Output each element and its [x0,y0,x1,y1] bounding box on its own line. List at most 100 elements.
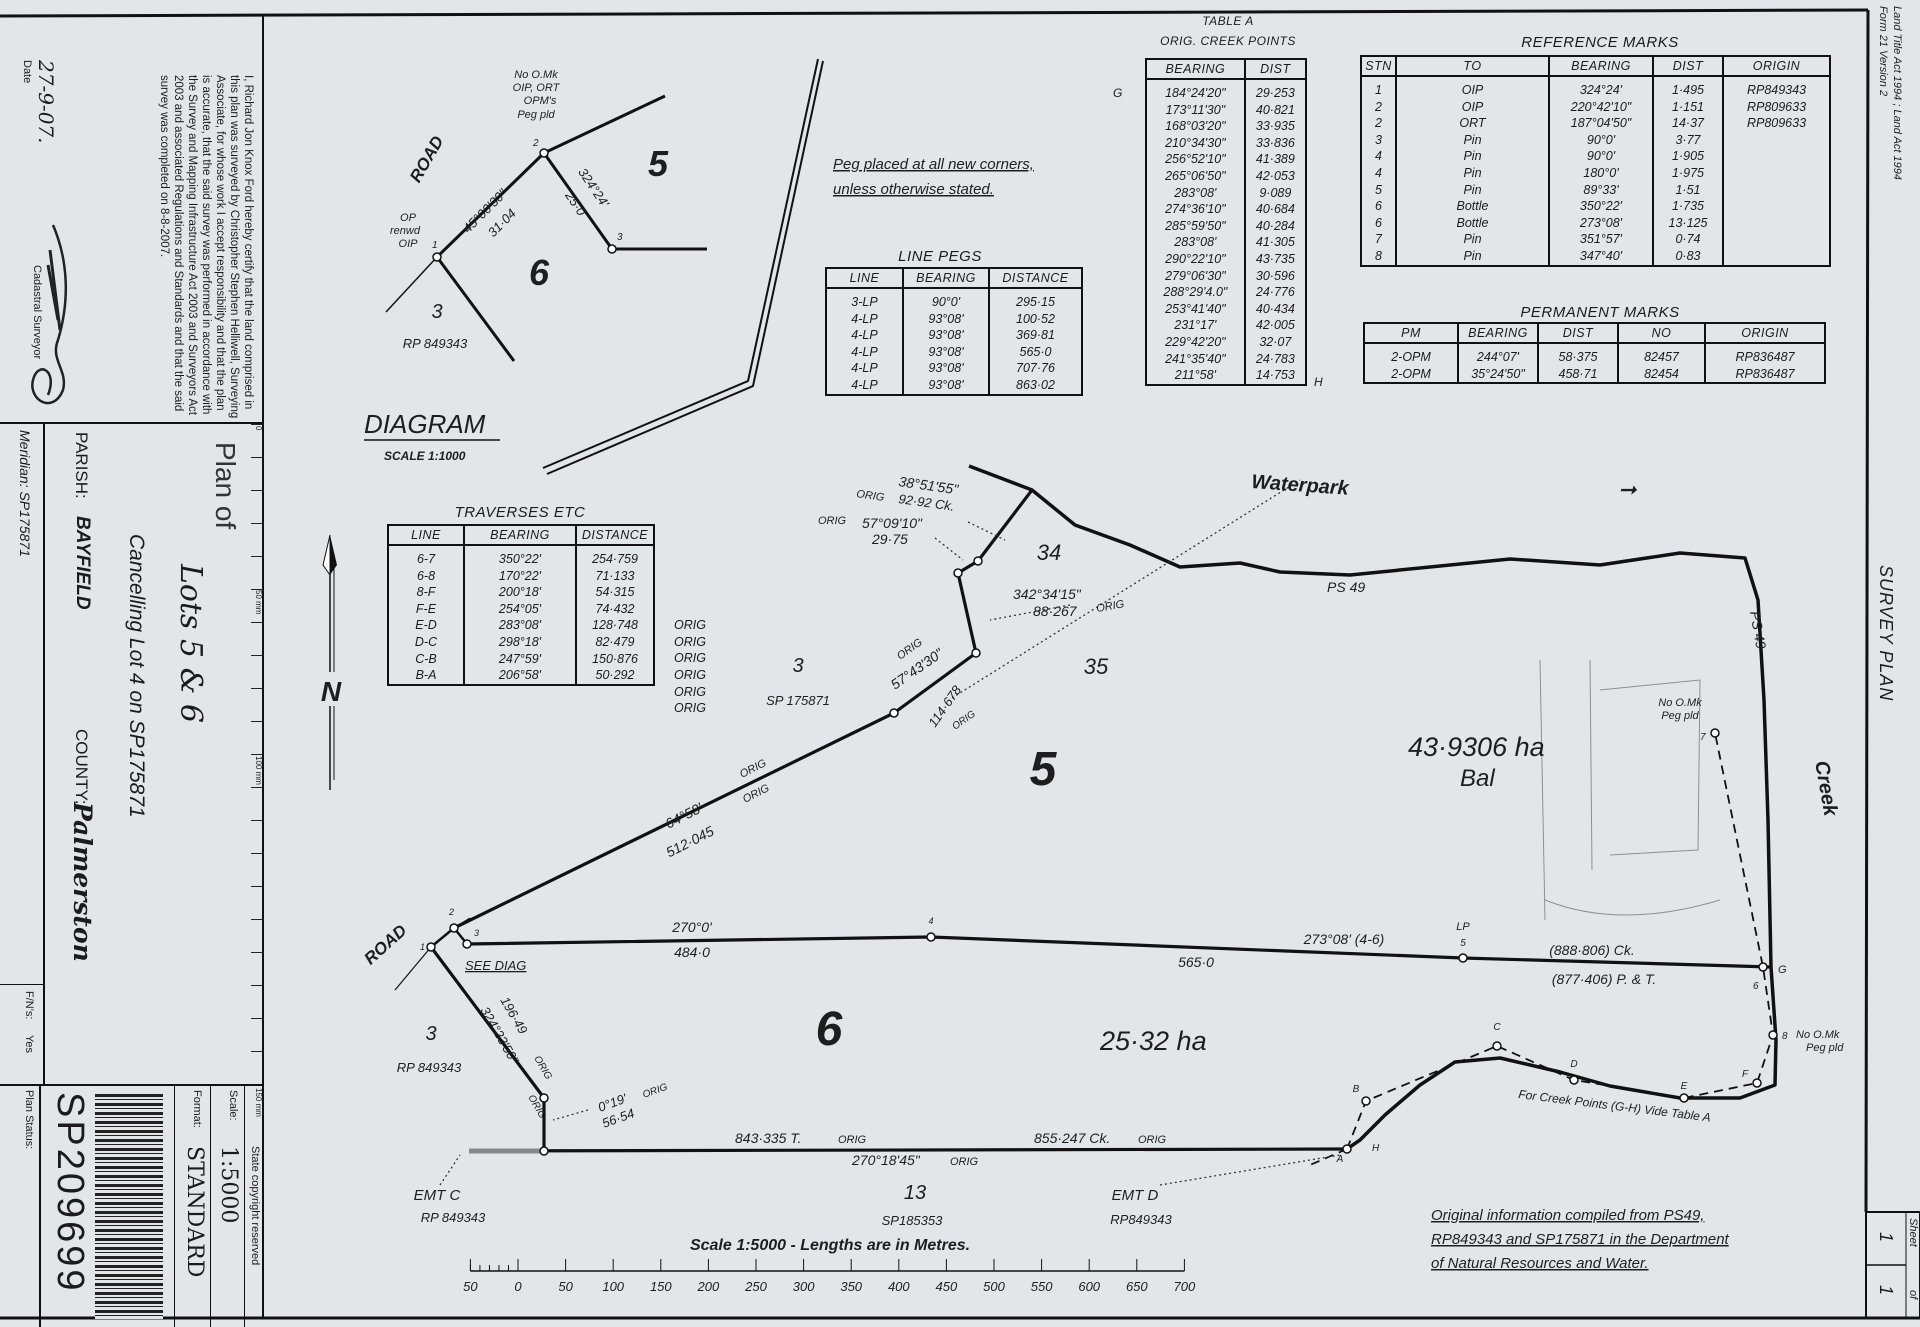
diagram-mark2-line4: Peg pld [517,109,555,121]
station-8-mark-line1: No O.Mk [1796,1029,1840,1041]
table-cell: 1·495 [1652,76,1724,99]
table-row: 211°58'14·753 [1145,367,1308,385]
table-row: 256°52'10"41·389 [1145,151,1308,168]
reference-marks-title: REFERENCE MARKS [1521,34,1679,51]
table-cell: 229°42'20" [1145,333,1246,351]
col-header: LINE [387,524,465,546]
table-cell: 42·053 [1243,167,1308,185]
table-cell: 1·735 [1652,198,1724,215]
waterpark-label: Waterpark [1251,471,1351,500]
county-value: Palmerston [68,802,97,962]
table-cell: 30·596 [1243,267,1308,285]
table-cell: 283°08' [1145,234,1246,251]
scale-tick-label: 650 [1126,1279,1148,1294]
table-cell: 565·0 [988,343,1083,361]
station-5-label: 5 [1460,938,1466,949]
table-cell: 93°08' [902,327,990,344]
table-cell: 256°52'10" [1145,151,1246,168]
table-cell: E-D [387,617,465,634]
table-cell: 128·748 [575,617,655,634]
scale-tick-label: 700 [1174,1279,1196,1294]
table-cell: 200°18' [463,584,577,601]
title-panel: I, Richard Jon Knox Ford hereby certify … [0,0,263,1327]
scale-tick-label: 350 [840,1279,862,1294]
table-cell: 168°03'20" [1145,118,1246,135]
table-cell: 74·432 [575,600,655,618]
traverses-title: TRAVERSES ETC [454,504,586,521]
adjoining-lot-35: 35 [1084,654,1109,679]
diagram-station-3-label: 3 [617,232,623,243]
plan-title-block: 0 50 mm 100 mm 150 mm Plan of Lots 5 & 6… [0,422,263,1117]
see-diagram-link: SEE DIAG [465,958,526,973]
scale-tick-label: 200 [697,1279,720,1294]
south-creek-distance: 855·247 Ck. [1034,1130,1110,1146]
table-cell: 4 [1360,148,1397,165]
seg4-orig: ORIG [856,488,886,504]
lot-5-area: 43·9306 ha [1408,732,1545,762]
creek-point-f: F [1742,1069,1749,1080]
diagram-station-2 [539,148,549,158]
table-row: 184°24'20"29·253 [1145,79,1308,102]
table-cell: 82·479 [575,633,655,651]
table-cell: 285°59'50" [1145,217,1246,235]
lot-6-area: 25·32 ha [1099,1026,1207,1056]
table-cell: 244°07' [1457,343,1539,366]
seg2-bearing: 342°34'15" [1013,586,1082,602]
table-cell: Bottle [1395,198,1550,215]
table-cell: 29·253 [1243,79,1308,102]
lot-5-balance: Bal [1460,765,1495,792]
line-peg-label: LP [1456,921,1470,933]
scale-tick-label: 550 [1031,1279,1053,1294]
table-cell: 0·83 [1652,247,1724,266]
surveyor-certification: I, Richard Jon Knox Ford hereby certify … [158,75,254,419]
table-cell: RP836487 [1704,365,1826,384]
table-row: 283°08'41·305 [1145,234,1308,251]
table-cell: 7 [1360,231,1397,248]
station-4-label: 4 [928,916,933,926]
west-line-distance-orig: ORIG [531,1054,553,1082]
adjoining-lot-3-north-plan: SP 175871 [766,693,830,708]
table-cell: 4-LP [825,376,904,395]
table-cell: F-E [387,600,465,618]
col-header: DIST [1243,58,1308,80]
table-cell: Bottle [1395,214,1550,232]
table-row: 241°35'40"24·783 [1145,350,1308,368]
col-header: ORIGIN [1704,322,1826,344]
table-cell: 211°58' [1145,367,1246,385]
table-cell [1722,198,1831,215]
table-cell: 8 [1360,247,1397,266]
easement-d-plan: RP849343 [1110,1212,1172,1227]
table-cell: Pin [1395,247,1550,266]
table-cell: 187°04'50" [1548,115,1654,132]
table-cell [1722,247,1831,266]
table-row: 173°11'30"40·821 [1145,101,1308,119]
table-cell: Pin [1395,181,1550,199]
orig-flag: ORIG [674,667,706,682]
diagram-station-2-label: 2 [532,138,539,149]
plan-of-label: Plan of [210,442,241,530]
table-cell [1722,164,1831,182]
table-cell: 369·81 [988,327,1083,344]
col-header: LINE [825,267,904,289]
scale-tick-label: 50 [463,1279,478,1294]
table-cell: 100·52 [988,310,1083,328]
table-cell: 1·975 [1652,164,1724,182]
table-cell: 90°0' [902,288,990,311]
creek-point-h: H [1372,1143,1380,1154]
table-cell: 2 [1360,98,1397,116]
parish-label: PARISH: [72,432,91,499]
table-cell: 283°08' [463,617,577,634]
table-cell: 265°06'50" [1145,167,1246,185]
scale-tick-label: 50 [558,1279,573,1294]
flow-arrow-icon: ➞ [1618,477,1638,502]
table-row: 168°03'20"33·935 [1145,118,1308,135]
lot-boundaries [394,464,1778,1154]
